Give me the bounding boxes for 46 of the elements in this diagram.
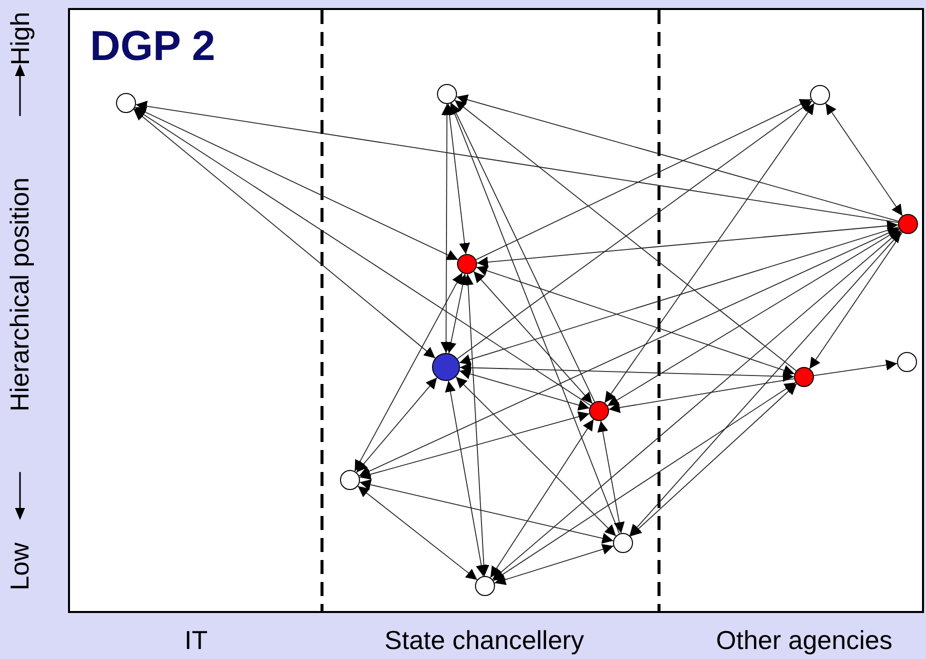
axis-title: Hierarchical position — [4, 176, 36, 412]
arrow — [492, 382, 796, 581]
category-label: Other agencies — [716, 624, 892, 656]
arrow — [459, 368, 590, 410]
arrow — [460, 362, 794, 382]
arrow — [354, 272, 463, 472]
arrow — [630, 383, 798, 537]
category-label: State chancellery — [384, 624, 584, 656]
axis-label: Low — [4, 542, 36, 590]
arrow — [446, 273, 468, 354]
arrow — [450, 102, 620, 534]
arrow — [490, 418, 594, 578]
arrow — [462, 274, 490, 576]
arrow — [476, 265, 795, 376]
arrow — [597, 420, 625, 534]
arrow — [629, 231, 902, 536]
arrow — [607, 228, 900, 406]
arrow — [444, 103, 470, 255]
arrow — [359, 479, 614, 544]
category-label: IT — [184, 624, 208, 656]
arrow — [473, 271, 593, 404]
arrow — [494, 544, 614, 585]
arrow — [440, 104, 452, 354]
arrow — [357, 486, 478, 580]
arrow — [135, 100, 899, 223]
arrow — [604, 102, 815, 404]
arrow — [450, 102, 596, 402]
arrow — [809, 232, 903, 370]
arrow — [825, 102, 903, 216]
arrow — [356, 377, 438, 473]
arrow — [444, 380, 487, 577]
arrow — [476, 98, 812, 260]
arrow — [456, 94, 899, 222]
arrow — [134, 106, 458, 260]
arrow — [133, 108, 436, 359]
arrow — [813, 360, 898, 376]
arrow — [476, 220, 898, 268]
arrow — [455, 376, 616, 536]
chart-title: DGP 2 — [90, 22, 216, 70]
arrow — [608, 378, 795, 413]
arrow — [359, 411, 590, 480]
arrow — [134, 108, 592, 406]
axis-label: High — [4, 11, 36, 65]
arrow — [358, 228, 900, 476]
arrow — [458, 226, 899, 365]
arrow — [492, 230, 901, 580]
